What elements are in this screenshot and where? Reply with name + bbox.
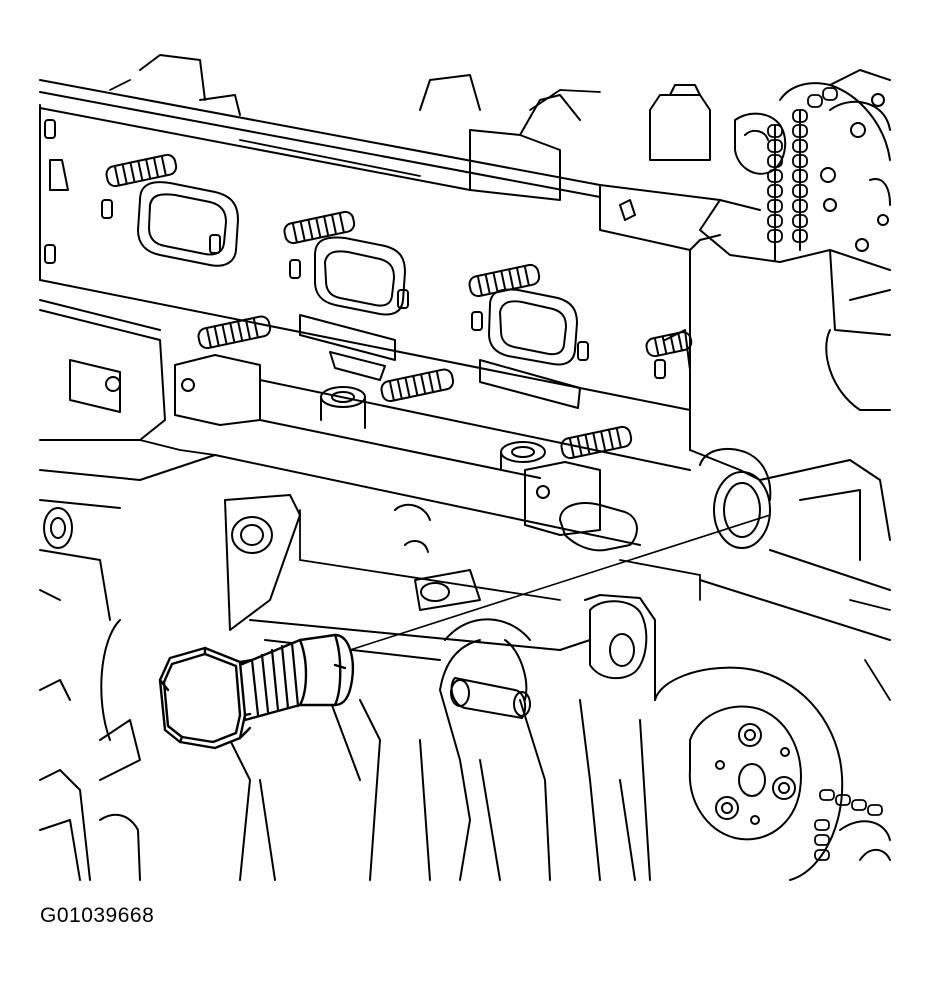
figure-id-label: G01039668 [40,904,155,927]
engine-line-drawing [0,0,932,900]
timing-chain [690,70,890,410]
sensor-mount-area [40,619,560,880]
exhaust-ports [138,182,690,370]
misc-edges [110,80,890,700]
crank-flange [560,595,890,880]
engine-block [40,310,890,640]
sensor-component [160,635,353,748]
head-holes [45,120,665,378]
leader-line [350,515,770,650]
gasket-flanges [300,315,580,408]
exhaust-studs [105,153,693,459]
